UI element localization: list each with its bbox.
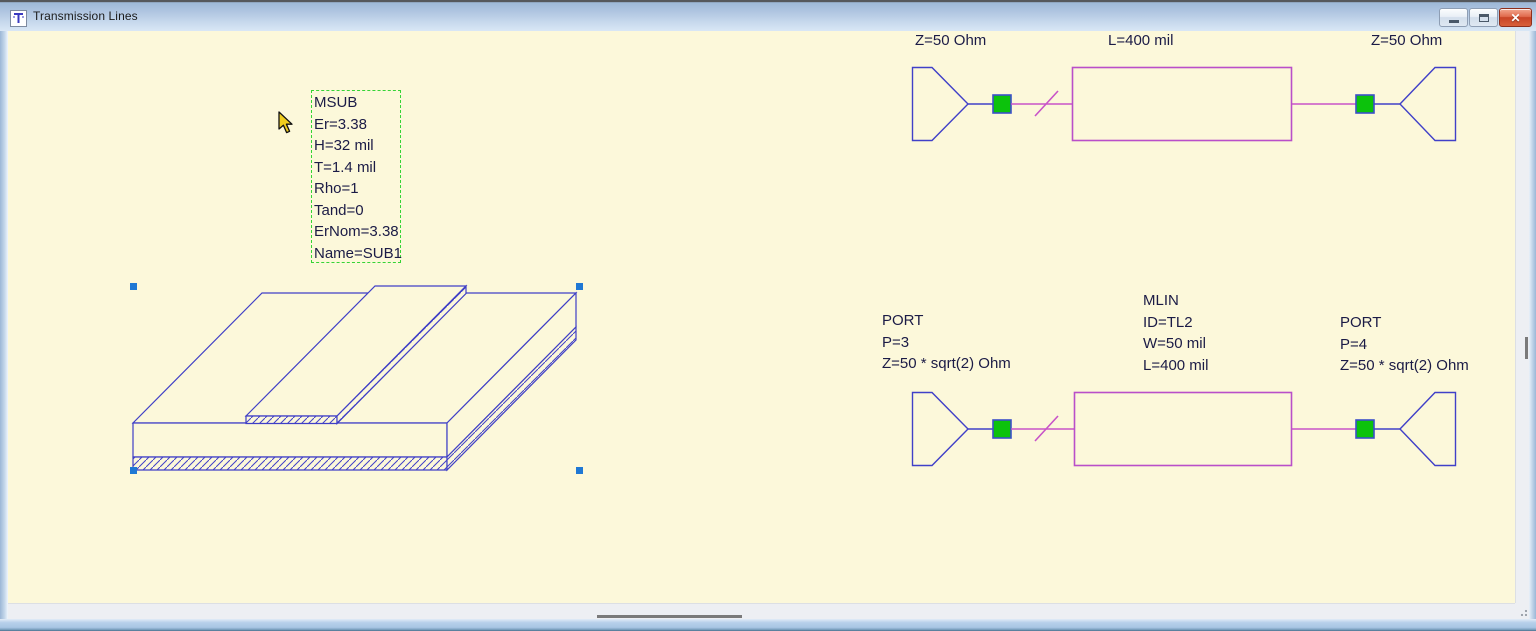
selection-handle-bottom-right[interactable]: [576, 467, 583, 474]
mlin1-length-label[interactable]: L=400 mil: [1108, 32, 1174, 49]
mlin2-parameter-text[interactable]: MLIN ID=TL2 W=50 mil L=400 mil: [1143, 290, 1208, 376]
port1-impedance-label[interactable]: Z=50 Ohm: [915, 32, 987, 49]
msub-line[interactable]: Er=3.38: [314, 115, 367, 133]
label-line[interactable]: Z=50 * sqrt(2) Ohm: [882, 355, 1011, 372]
vertical-scrollbar[interactable]: [1515, 31, 1529, 603]
substrate-front-face: [132, 422, 448, 458]
titlebar[interactable]: Transmission Lines ✕: [0, 0, 1536, 31]
label-line[interactable]: ID=TL2: [1143, 313, 1193, 331]
port-symbol[interactable]: [911, 391, 969, 467]
msub-line[interactable]: Tand=0: [314, 201, 364, 219]
msub-line[interactable]: Name=SUB1: [314, 244, 402, 262]
msub-parameter-text[interactable]: MSUB Er=3.38 H=32 mil T=1.4 mil Rho=1 Ta…: [314, 92, 402, 264]
selection-handle-top-left[interactable]: [130, 283, 137, 290]
msub-line[interactable]: T=1.4 mil: [314, 158, 377, 176]
port3-parameter-text[interactable]: PORT P=3 Z=50 * sqrt(2) Ohm: [882, 310, 1011, 375]
msub-line[interactable]: MSUB: [314, 94, 358, 111]
ground-plane-right: [446, 325, 577, 472]
maximize-icon: [1478, 13, 1489, 22]
ground-plane-front: [132, 456, 448, 471]
label-line[interactable]: Z=50 * sqrt(2) Ohm: [1340, 357, 1469, 374]
app-icon: [10, 10, 27, 27]
node-square[interactable]: [1355, 94, 1375, 114]
port-symbol[interactable]: [1399, 391, 1457, 467]
microstrip-front-face: [245, 415, 338, 425]
label-line[interactable]: P=4: [1340, 335, 1368, 353]
vertical-scrollbar-thumb[interactable]: [1525, 337, 1528, 359]
msub-line[interactable]: ErNom=3.38: [314, 223, 399, 240]
msub-line[interactable]: H=32 mil: [314, 137, 374, 154]
minimize-icon: [1448, 20, 1459, 23]
node-square[interactable]: [1355, 419, 1375, 439]
window-title: Transmission Lines: [33, 9, 138, 23]
window-controls: ✕: [1439, 8, 1532, 28]
wire-slash-mark: [1034, 90, 1059, 117]
horizontal-scrollbar[interactable]: [8, 603, 1515, 619]
selection-handle-bottom-left[interactable]: [130, 467, 137, 474]
port4-parameter-text[interactable]: PORT P=4 Z=50 * sqrt(2) Ohm: [1340, 312, 1469, 377]
schematic-canvas[interactable]: MSUB Er=3.38 H=32 mil T=1.4 mil Rho=1 Ta…: [8, 31, 1515, 603]
msub-selection-box[interactable]: [311, 90, 401, 263]
transmission-line-circuit-bottom[interactable]: [900, 385, 1460, 475]
label-line[interactable]: MLIN: [1143, 292, 1179, 309]
resize-grip-icon: [1519, 608, 1527, 616]
mlin-element-body[interactable]: [1073, 391, 1293, 467]
substrate-3d-drawing[interactable]: [125, 278, 595, 478]
resize-grip[interactable]: [1515, 603, 1529, 619]
node-square[interactable]: [992, 94, 1012, 114]
close-icon: ✕: [1510, 10, 1521, 25]
close-button[interactable]: ✕: [1499, 8, 1532, 27]
minimize-button[interactable]: [1439, 8, 1468, 27]
port2-impedance-label[interactable]: Z=50 Ohm: [1371, 32, 1443, 49]
label-line[interactable]: PORT: [882, 312, 924, 329]
label-line[interactable]: L=400 mil: [1143, 356, 1209, 374]
msub-line[interactable]: Rho=1: [314, 180, 359, 197]
mouse-cursor-icon: [278, 111, 293, 134]
label-line[interactable]: W=50 mil: [1143, 335, 1206, 352]
node-square[interactable]: [992, 419, 1012, 439]
transmission-line-circuit-top[interactable]: [900, 60, 1460, 150]
port-symbol[interactable]: [911, 66, 969, 142]
label-line[interactable]: P=3: [882, 333, 910, 351]
wire-slash-mark: [1034, 415, 1059, 442]
window-border-bottom: [0, 619, 1536, 631]
mlin-element-body[interactable]: [1071, 66, 1293, 142]
selection-handle-top-right[interactable]: [576, 283, 583, 290]
port-symbol[interactable]: [1399, 66, 1457, 142]
horizontal-scrollbar-thumb[interactable]: [597, 615, 742, 618]
window-border-left: [0, 31, 8, 619]
maximize-button[interactable]: [1469, 8, 1498, 27]
window-border-right: [1529, 31, 1536, 619]
microstrip-right-face: [336, 284, 467, 425]
label-line[interactable]: PORT: [1340, 314, 1382, 331]
